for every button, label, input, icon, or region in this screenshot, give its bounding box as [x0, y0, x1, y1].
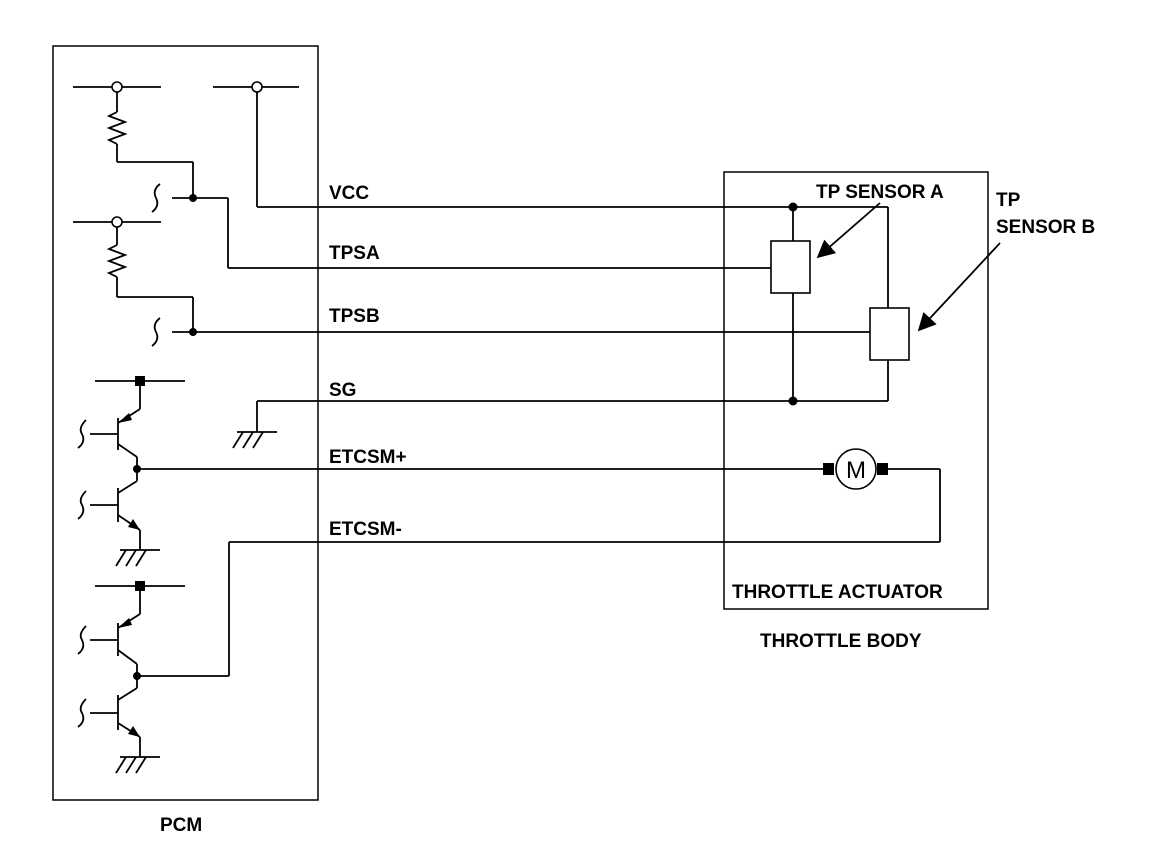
- tp-sensor-b-label-line2: SENSOR B: [996, 217, 1095, 238]
- tp-sensor-a-label: TP SENSOR A: [816, 182, 944, 203]
- tp-sensor-b-label-line1: TP: [996, 190, 1021, 211]
- input-bracket-1: [151, 183, 161, 213]
- tp-sensor-b-pointer: [917, 242, 1001, 332]
- pcm-label: PCM: [160, 815, 202, 836]
- motor-label: M: [846, 457, 866, 484]
- wire-sg: [232, 360, 889, 449]
- ground-symbol-2: [115, 756, 160, 774]
- wire-vcc: [257, 206, 889, 308]
- wire-label-tpsb: TPSB: [329, 306, 380, 327]
- resistor-1: [106, 111, 128, 145]
- throttle-body-box: [723, 171, 989, 610]
- pcm-vcc-source: [213, 81, 299, 207]
- wire-tpsa: [227, 198, 771, 269]
- pcm-tpsa-input-circuit: [73, 81, 228, 213]
- pcm-box: [52, 45, 319, 801]
- wire-label-etcsm-plus: ETCSM+: [329, 447, 407, 468]
- throttle-actuator-label: THROTTLE ACTUATOR: [732, 582, 943, 603]
- input-bracket-2: [151, 317, 161, 347]
- wire-etcsm-plus: [137, 468, 941, 542]
- wire-label-sg: SG: [329, 380, 356, 401]
- pcm-tpsb-input-circuit: [73, 216, 197, 347]
- wire-label-tpsa: TPSA: [329, 243, 380, 264]
- driver-transistor-lower-1: [77, 469, 160, 567]
- throttle-motor: M: [823, 448, 888, 490]
- tp-sensor-a: [770, 202, 811, 406]
- driver-transistor-upper-1: [77, 376, 185, 473]
- wire-etcsm-minus: [137, 541, 940, 677]
- driver-transistor-upper-2: [77, 581, 185, 680]
- tp-sensor-b: [869, 307, 910, 361]
- ground-symbol-sg: [232, 431, 277, 449]
- ground-symbol-1: [115, 549, 160, 567]
- tp-sensor-a-pointer: [816, 202, 881, 259]
- resistor-2: [106, 244, 128, 278]
- throttle-body-label: THROTTLE BODY: [760, 631, 922, 652]
- driver-transistor-lower-2: [77, 676, 160, 774]
- wire-label-etcsm-minus: ETCSM-: [329, 519, 402, 540]
- wire-label-vcc: VCC: [329, 183, 369, 204]
